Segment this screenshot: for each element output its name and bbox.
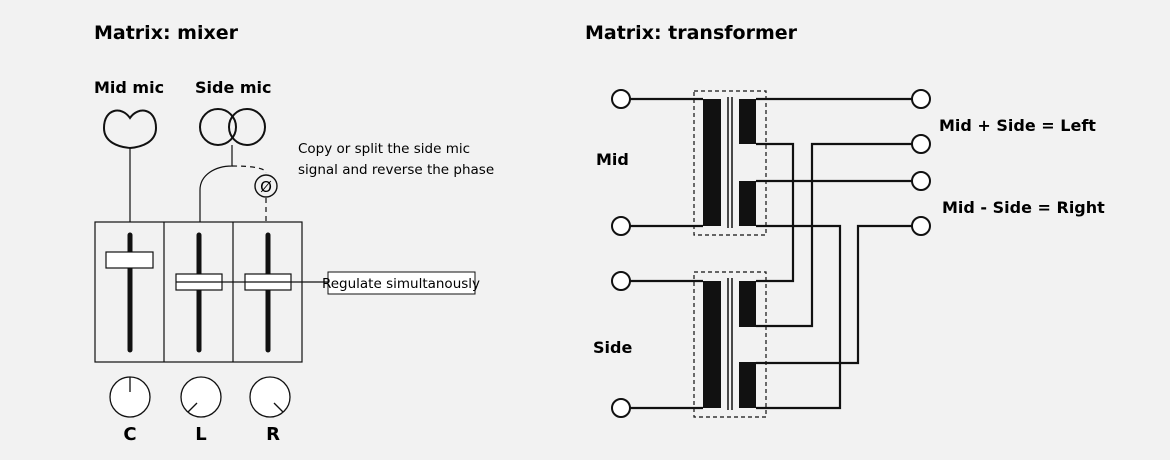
side-input-terminal (611, 398, 631, 418)
mid-label: Mid (596, 150, 629, 169)
fader-handle-c[interactable] (105, 251, 154, 269)
output-terminal (911, 89, 931, 109)
output-wire (756, 224, 842, 410)
side-input-terminal (611, 271, 631, 291)
mixer-title: Matrix: mixer (94, 22, 239, 44)
mid-secondary-winding-top (739, 99, 756, 144)
right-output-terminal (911, 216, 931, 236)
knob-label-c: C (123, 424, 136, 445)
knob-l[interactable] (180, 376, 222, 418)
side-secondary-winding-top (739, 281, 756, 327)
mid-primary-winding (703, 99, 721, 226)
left-output-terminal (911, 134, 931, 154)
side-primary-winding (703, 281, 721, 408)
mid-mic-cardioid-icon (102, 109, 158, 150)
knob-l-pointer (187, 402, 198, 413)
knob-r-pointer (273, 402, 284, 413)
knob-label-r: R (266, 424, 280, 445)
transformer-title: Matrix: transformer (585, 22, 798, 44)
side-mic-lobe-right-icon (228, 108, 266, 146)
phase-invert-icon (254, 174, 278, 198)
output-wire (756, 142, 912, 328)
output-terminal (911, 171, 931, 191)
knob-r[interactable] (249, 376, 291, 418)
left-output-label: Mid + Side = Left (939, 116, 1096, 135)
mid-secondary-winding-bottom (739, 181, 756, 226)
side-mic-label: Side mic (195, 78, 272, 97)
mid-input-terminal (611, 89, 631, 109)
mid-input-terminal (611, 216, 631, 236)
side-mic-cable (199, 145, 233, 222)
side-mic-lobe-left-icon (199, 108, 237, 146)
mid-mic-label: Mid mic (94, 78, 164, 97)
phase-note-line-1: Copy or split the side mic (298, 141, 470, 157)
regulate-label: Regulate simultanously (322, 276, 480, 292)
knob-label-l: L (195, 424, 206, 445)
side-transformer-shield (693, 271, 767, 418)
mixer-console (94, 221, 303, 363)
side-secondary-winding-bottom (739, 362, 756, 408)
side-label: Side (593, 338, 632, 357)
output-wire (756, 142, 795, 283)
side-mic-split-cable (231, 165, 267, 174)
mid-transformer-shield (693, 90, 767, 236)
output-wire (756, 224, 912, 365)
regulate-label-box (327, 271, 476, 295)
phase-note-line-2: signal and reverse the phase (298, 162, 494, 178)
right-output-label: Mid - Side = Right (942, 198, 1105, 217)
phase-invert-symbol: Ø (260, 178, 272, 196)
